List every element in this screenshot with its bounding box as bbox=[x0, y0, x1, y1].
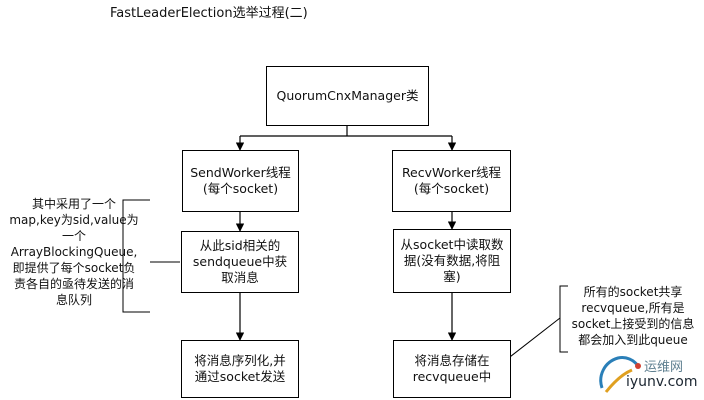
right-annotation: 所有的socket共享 recvqueue,所有是 socket上接受到的信息 … bbox=[564, 284, 702, 348]
send-serialize-line-2: 通过socket发送 bbox=[194, 369, 286, 384]
watermark-text-bottom: iyunv.com bbox=[626, 374, 698, 390]
left-annotation-line: 责各自的亟待发送的消 bbox=[13, 277, 134, 291]
recv-read-node: 从socket中读取数 据(没有数据,将阻 塞) bbox=[393, 229, 511, 293]
manager-node: QuorumCnxManager类 bbox=[266, 66, 429, 126]
send-worker-line-2: (每个socket) bbox=[202, 181, 279, 196]
recv-worker-line-1: RecvWorker线程 bbox=[401, 165, 502, 180]
watermark-text-top: 运维网 bbox=[644, 360, 684, 375]
recv-read-line-1: 从socket中读取数 bbox=[400, 237, 504, 252]
right-annotation-line: 都会加入到此queue bbox=[578, 333, 688, 347]
recv-store-node: 将消息存储在 recvqueue中 bbox=[393, 340, 511, 398]
diagram-title: FastLeaderElection选举过程(二) bbox=[110, 6, 308, 21]
send-fetch-line-1: 从此sid相关的 bbox=[199, 238, 281, 253]
left-annotation-line: 息队列 bbox=[55, 293, 92, 307]
manager-label: QuorumCnxManager类 bbox=[276, 88, 419, 103]
recv-read-line-3: 塞) bbox=[443, 269, 461, 284]
send-fetch-line-2: sendqueue中获 bbox=[192, 254, 288, 269]
left-annotation-line: 一个 bbox=[61, 229, 86, 243]
left-annotation-line: ArrayBlockingQueue, bbox=[10, 245, 138, 259]
left-note-bracket bbox=[122, 199, 150, 313]
site-watermark: 运维网 iyunv.com bbox=[596, 352, 700, 396]
send-worker-line-1: SendWorker线程 bbox=[190, 165, 291, 180]
right-annotation-line: 所有的socket共享 bbox=[583, 285, 683, 299]
send-serialize-line-1: 将消息序列化,并 bbox=[194, 353, 286, 368]
left-annotation-line: 其中采用了一个 bbox=[31, 197, 116, 211]
left-annotation-line: 即提供了每个socket负 bbox=[12, 261, 136, 275]
recv-store-line-1: 将消息存储在 bbox=[414, 353, 490, 368]
recv-read-line-2: 据(没有数据,将阻 bbox=[403, 253, 501, 268]
globe-swoosh-icon bbox=[599, 356, 641, 393]
tree-connector bbox=[235, 126, 457, 151]
left-annotation-line: map,key为sid,value为 bbox=[9, 213, 139, 227]
send-fetch-node: 从此sid相关的 sendqueue中获 取消息 bbox=[181, 231, 299, 293]
right-note-bracket bbox=[559, 285, 568, 353]
recv-worker-line-2: (每个socket) bbox=[413, 181, 490, 196]
right-note-connector bbox=[505, 317, 561, 361]
send-fetch-line-3: 取消息 bbox=[221, 270, 259, 285]
recv-worker-node: RecvWorker线程 (每个socket) bbox=[392, 150, 511, 212]
right-annotation-line: recvqueue,所有是 bbox=[581, 301, 685, 315]
send-worker-node: SendWorker线程 (每个socket) bbox=[182, 150, 299, 212]
send-serialize-node: 将消息序列化,并 通过socket发送 bbox=[181, 340, 299, 398]
left-annotation: 其中采用了一个 map,key为sid,value为 一个 ArrayBlock… bbox=[0, 196, 148, 308]
recv-store-line-2: recvqueue中 bbox=[412, 369, 492, 384]
right-annotation-line: socket上接受到的信息 bbox=[571, 317, 695, 331]
